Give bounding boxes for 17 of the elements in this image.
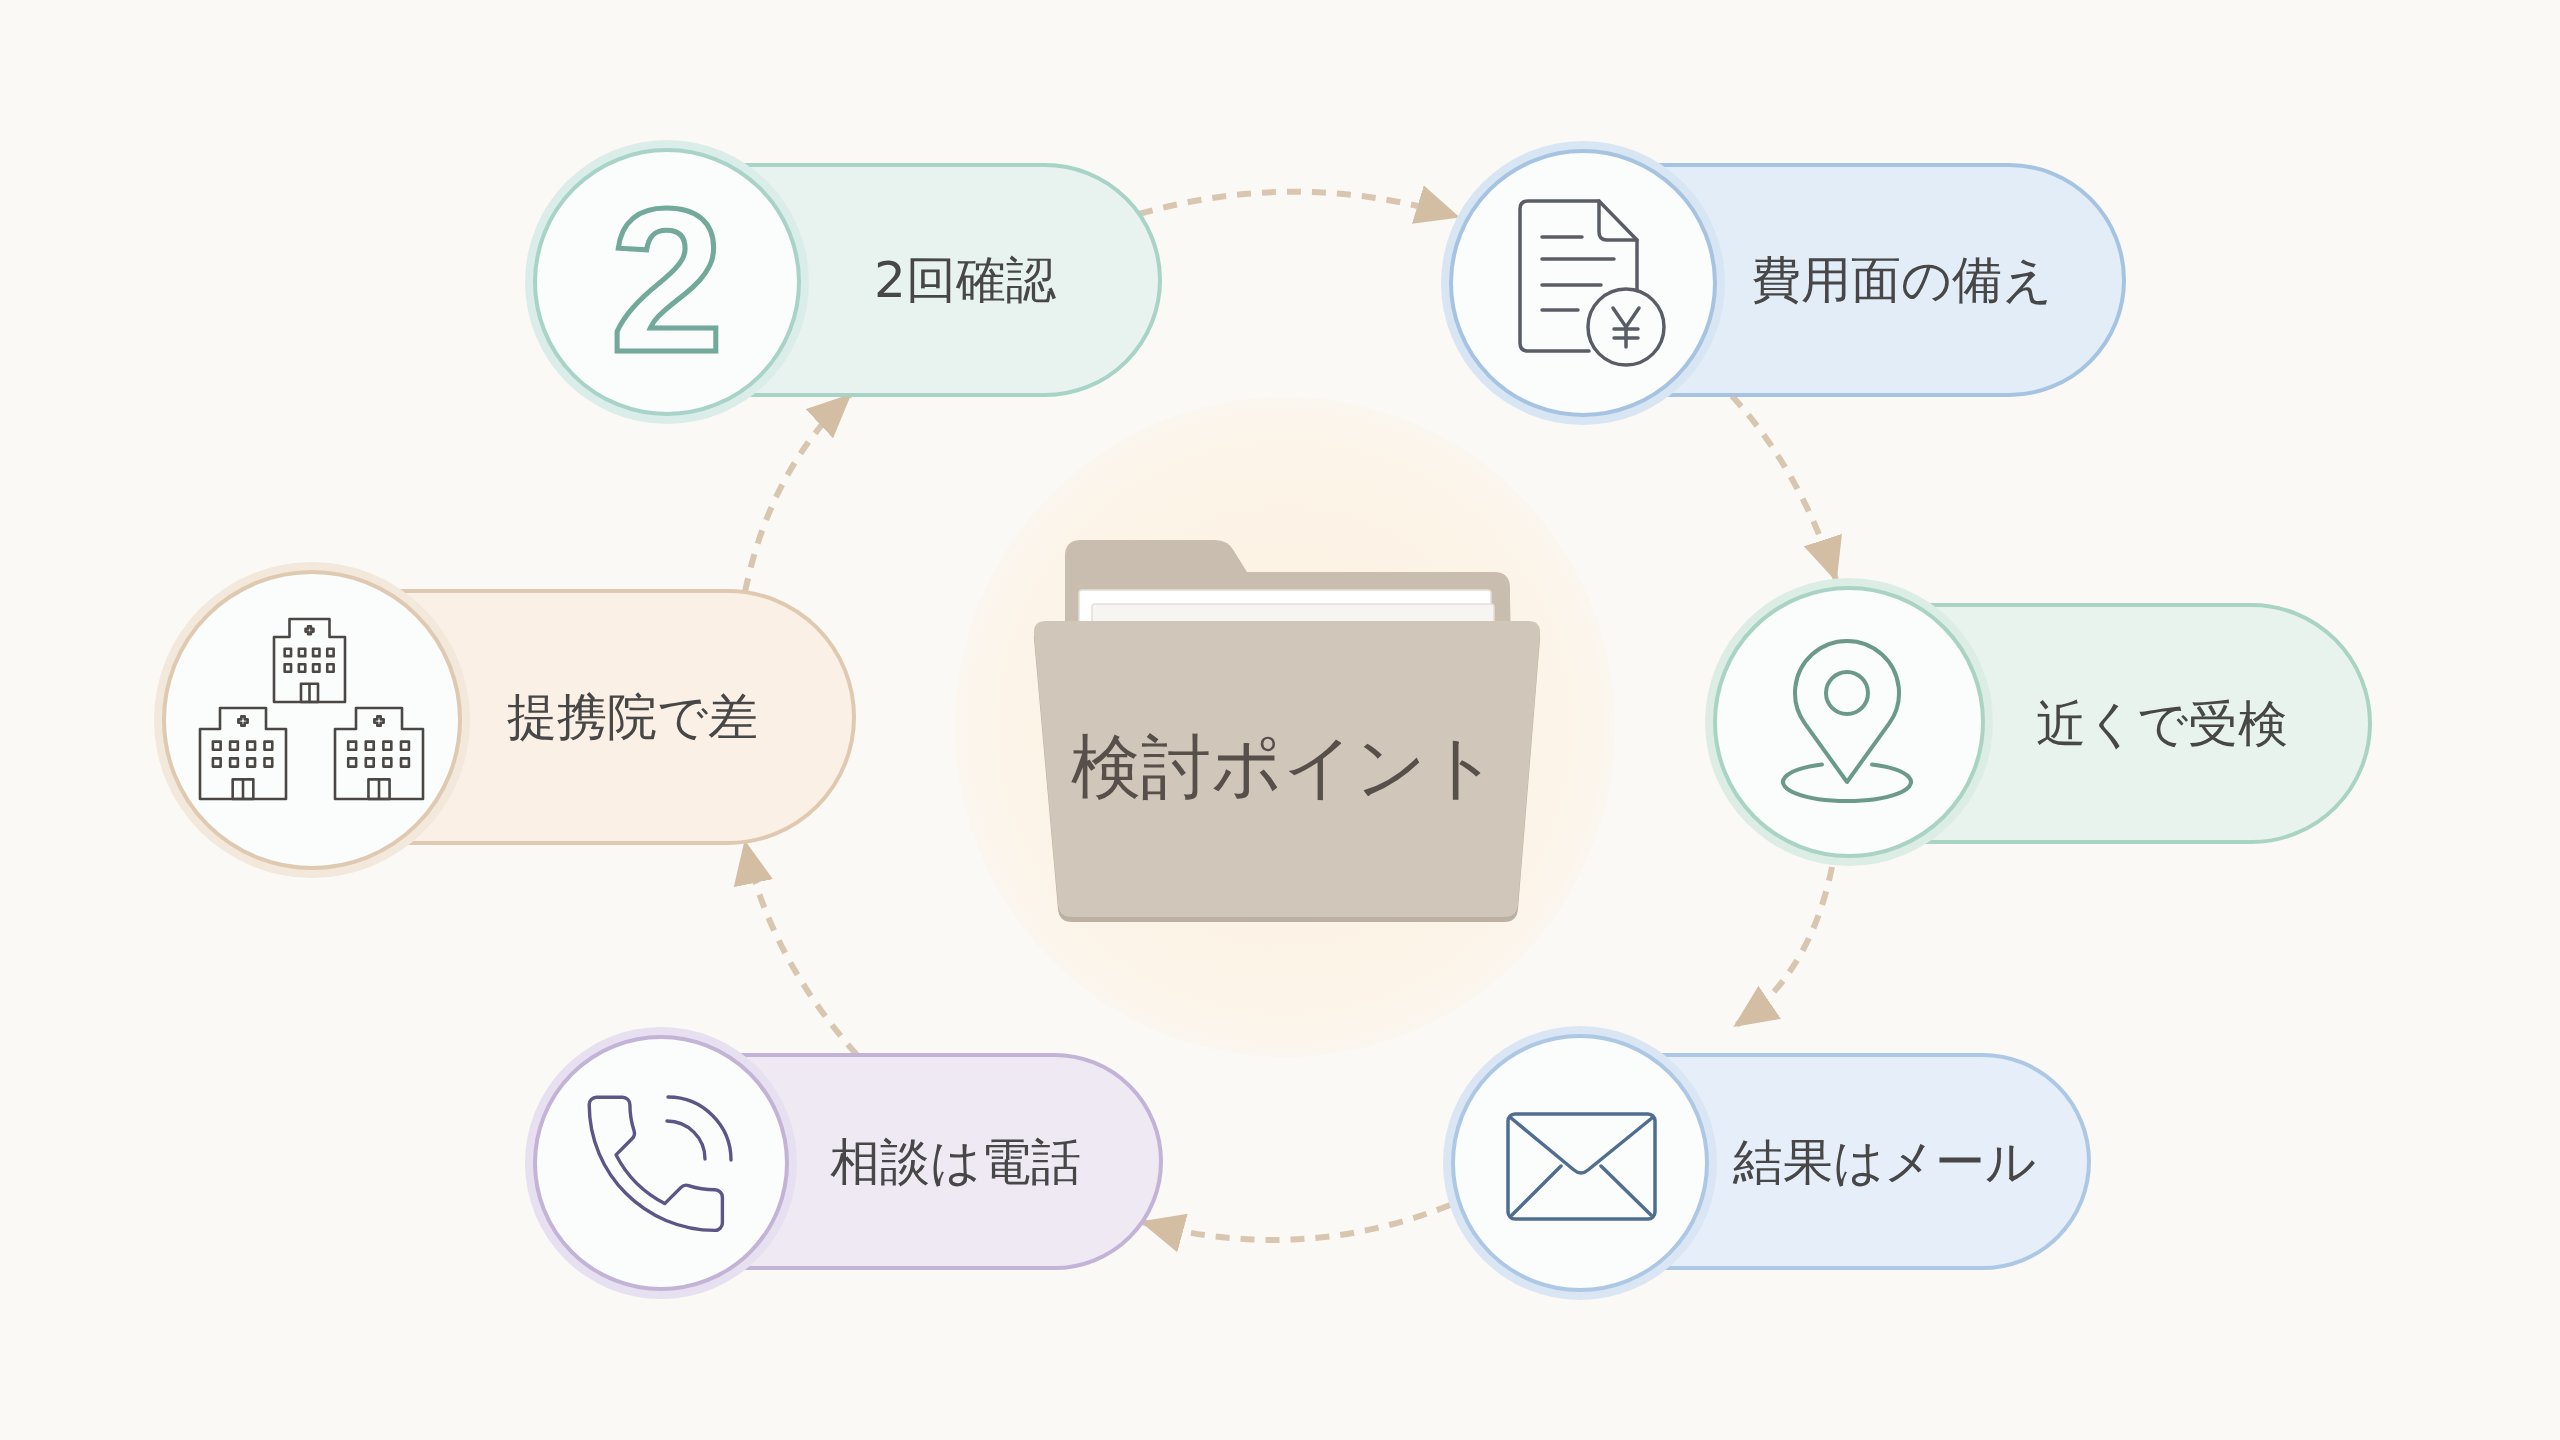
pill-box — [153, 561, 857, 879]
dashed-arrow — [1733, 866, 1835, 1029]
pill-label: 近くで受検 — [2036, 696, 2288, 751]
step-number: 2 — [610, 203, 724, 357]
dashed-arrow — [1138, 186, 1460, 225]
pill-label: 提携院で差 — [506, 689, 758, 745]
dashed-arrow — [1140, 1202, 1452, 1252]
pill-box — [1442, 1025, 2092, 1301]
pill-label: 2回確認 — [874, 252, 1056, 308]
folder-label: 検討ポイント — [1071, 728, 1499, 806]
pill-label: 費用面の備え — [1751, 252, 2053, 308]
pill-box — [1704, 577, 2373, 867]
pill-label: 結果はメール — [1732, 1134, 2036, 1189]
pill-label: 相談は電話 — [829, 1134, 1081, 1189]
pill-box — [524, 1026, 1164, 1300]
pill-box — [524, 139, 1163, 425]
pill-box — [1440, 140, 2127, 426]
